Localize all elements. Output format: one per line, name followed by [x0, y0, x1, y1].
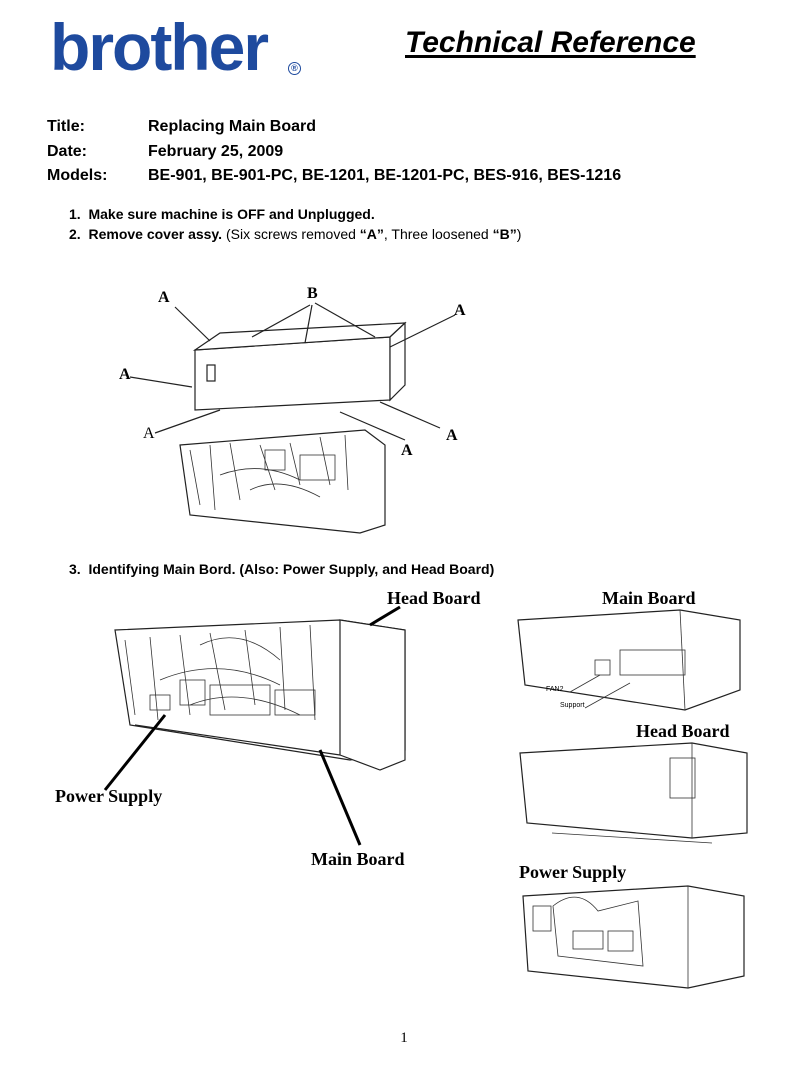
label-a-bottom-left: A	[143, 425, 155, 442]
power-supply-label-main: Power Supply	[55, 786, 163, 806]
callout-arrows	[103, 605, 401, 846]
arrows	[129, 302, 456, 441]
step-2-a: “A”	[359, 226, 384, 242]
chassis-figure	[103, 605, 406, 846]
chassis-outline	[179, 429, 386, 534]
models-value: BE-901, BE-901-PC, BE-1201, BE-1201-PC, …	[148, 167, 622, 184]
step-3: 3. Identifying Main Bord. (Also: Power S…	[69, 561, 494, 577]
main-board-label-main: Main Board	[311, 849, 405, 869]
head-board-label-thumb: Head Board	[636, 721, 730, 741]
step-1: 1. Make sure machine is OFF and Unplugge…	[69, 206, 375, 222]
registered-mark: ®	[288, 62, 301, 75]
fan2-callout: FAN2	[546, 686, 564, 693]
step-2-b: “B”	[492, 226, 517, 242]
label-a-bottom-right: A	[446, 427, 458, 444]
step-2-number: 2.	[69, 226, 81, 242]
models-label: Models:	[47, 167, 108, 184]
cover-removal-figure	[129, 302, 456, 534]
head-board-label-main: Head Board	[387, 588, 481, 608]
power-supply-thumbnail	[522, 885, 745, 989]
head-board-thumbnail	[519, 742, 748, 844]
step-1-number: 1.	[69, 206, 81, 222]
power-supply-label-thumb: Power Supply	[519, 862, 627, 882]
label-a-top-left: A	[158, 289, 170, 306]
page-number: 1	[400, 1030, 408, 1046]
label-a-bottom-center: A	[401, 442, 413, 459]
label-b: B	[307, 285, 318, 302]
main-board-thumbnail	[517, 609, 741, 711]
main-board-label-thumb: Main Board	[602, 588, 696, 608]
step-2-bold: Remove cover assy.	[88, 226, 223, 242]
step-2-mid: , Three loosened	[383, 226, 493, 242]
step-2: 2. Remove cover assy. (Six screws remove…	[69, 226, 521, 242]
step-3-number: 3.	[69, 561, 81, 577]
date-label: Date:	[47, 143, 88, 160]
date-value: February 25, 2009	[148, 143, 284, 160]
chassis-side-panel	[339, 619, 406, 771]
step-2-paren-open: (Six screws removed	[222, 226, 360, 242]
brother-logo: brother	[50, 10, 269, 84]
label-a-left: A	[119, 366, 131, 383]
step-1-text: Make sure machine is OFF and Unplugged.	[88, 206, 375, 222]
step-2-paren-close: )	[516, 226, 522, 242]
document-type-title: Technical Reference	[405, 26, 696, 59]
label-a-top-right: A	[454, 302, 466, 319]
support-callout: Support	[560, 702, 585, 709]
title-value: Replacing Main Board	[148, 118, 317, 135]
title-label: Title:	[47, 118, 85, 135]
step-3-text: Identifying Main Bord. (Also: Power Supp…	[88, 561, 495, 577]
cover-side	[389, 321, 406, 402]
